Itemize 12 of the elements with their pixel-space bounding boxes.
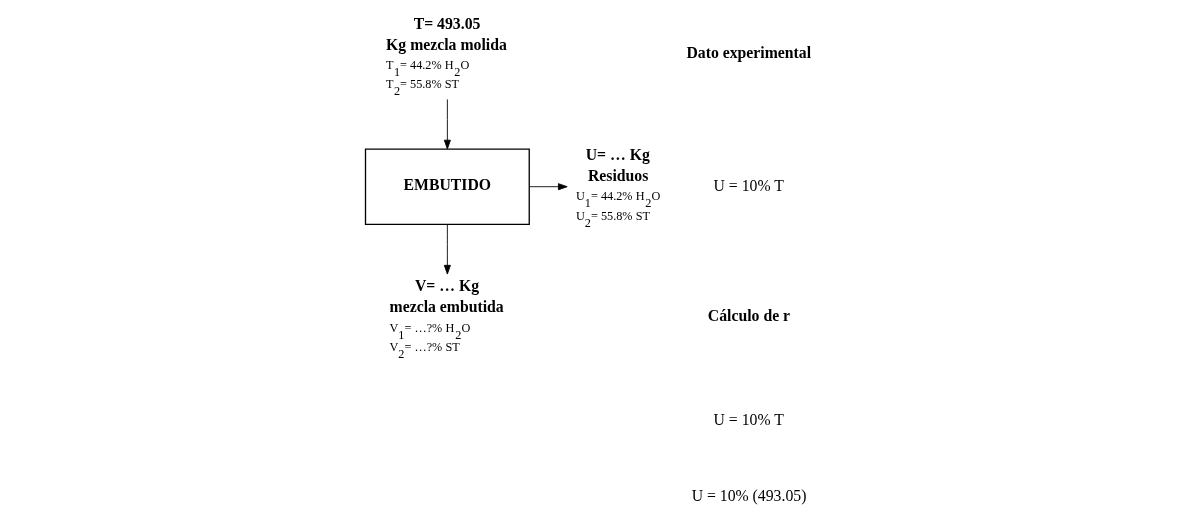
- arrow: [443, 223, 451, 275]
- arrow: [443, 98, 451, 150]
- node-text: V= … Kg mezcla embutida: [389, 277, 504, 316]
- node-text: U= … Kg Residuos: [585, 145, 650, 184]
- label: U = 10% T: [713, 176, 784, 194]
- label: U = 10% T: [713, 411, 784, 429]
- label: U = 10% (493.05): [691, 486, 806, 504]
- label: Cálculo de r: [707, 307, 790, 325]
- arrow: [528, 183, 568, 191]
- node-text: T= 493.05 Kg mezcla molida: [385, 14, 507, 53]
- node-box: EMBUTIDO: [364, 148, 530, 225]
- label: Dato experimental: [685, 44, 811, 62]
